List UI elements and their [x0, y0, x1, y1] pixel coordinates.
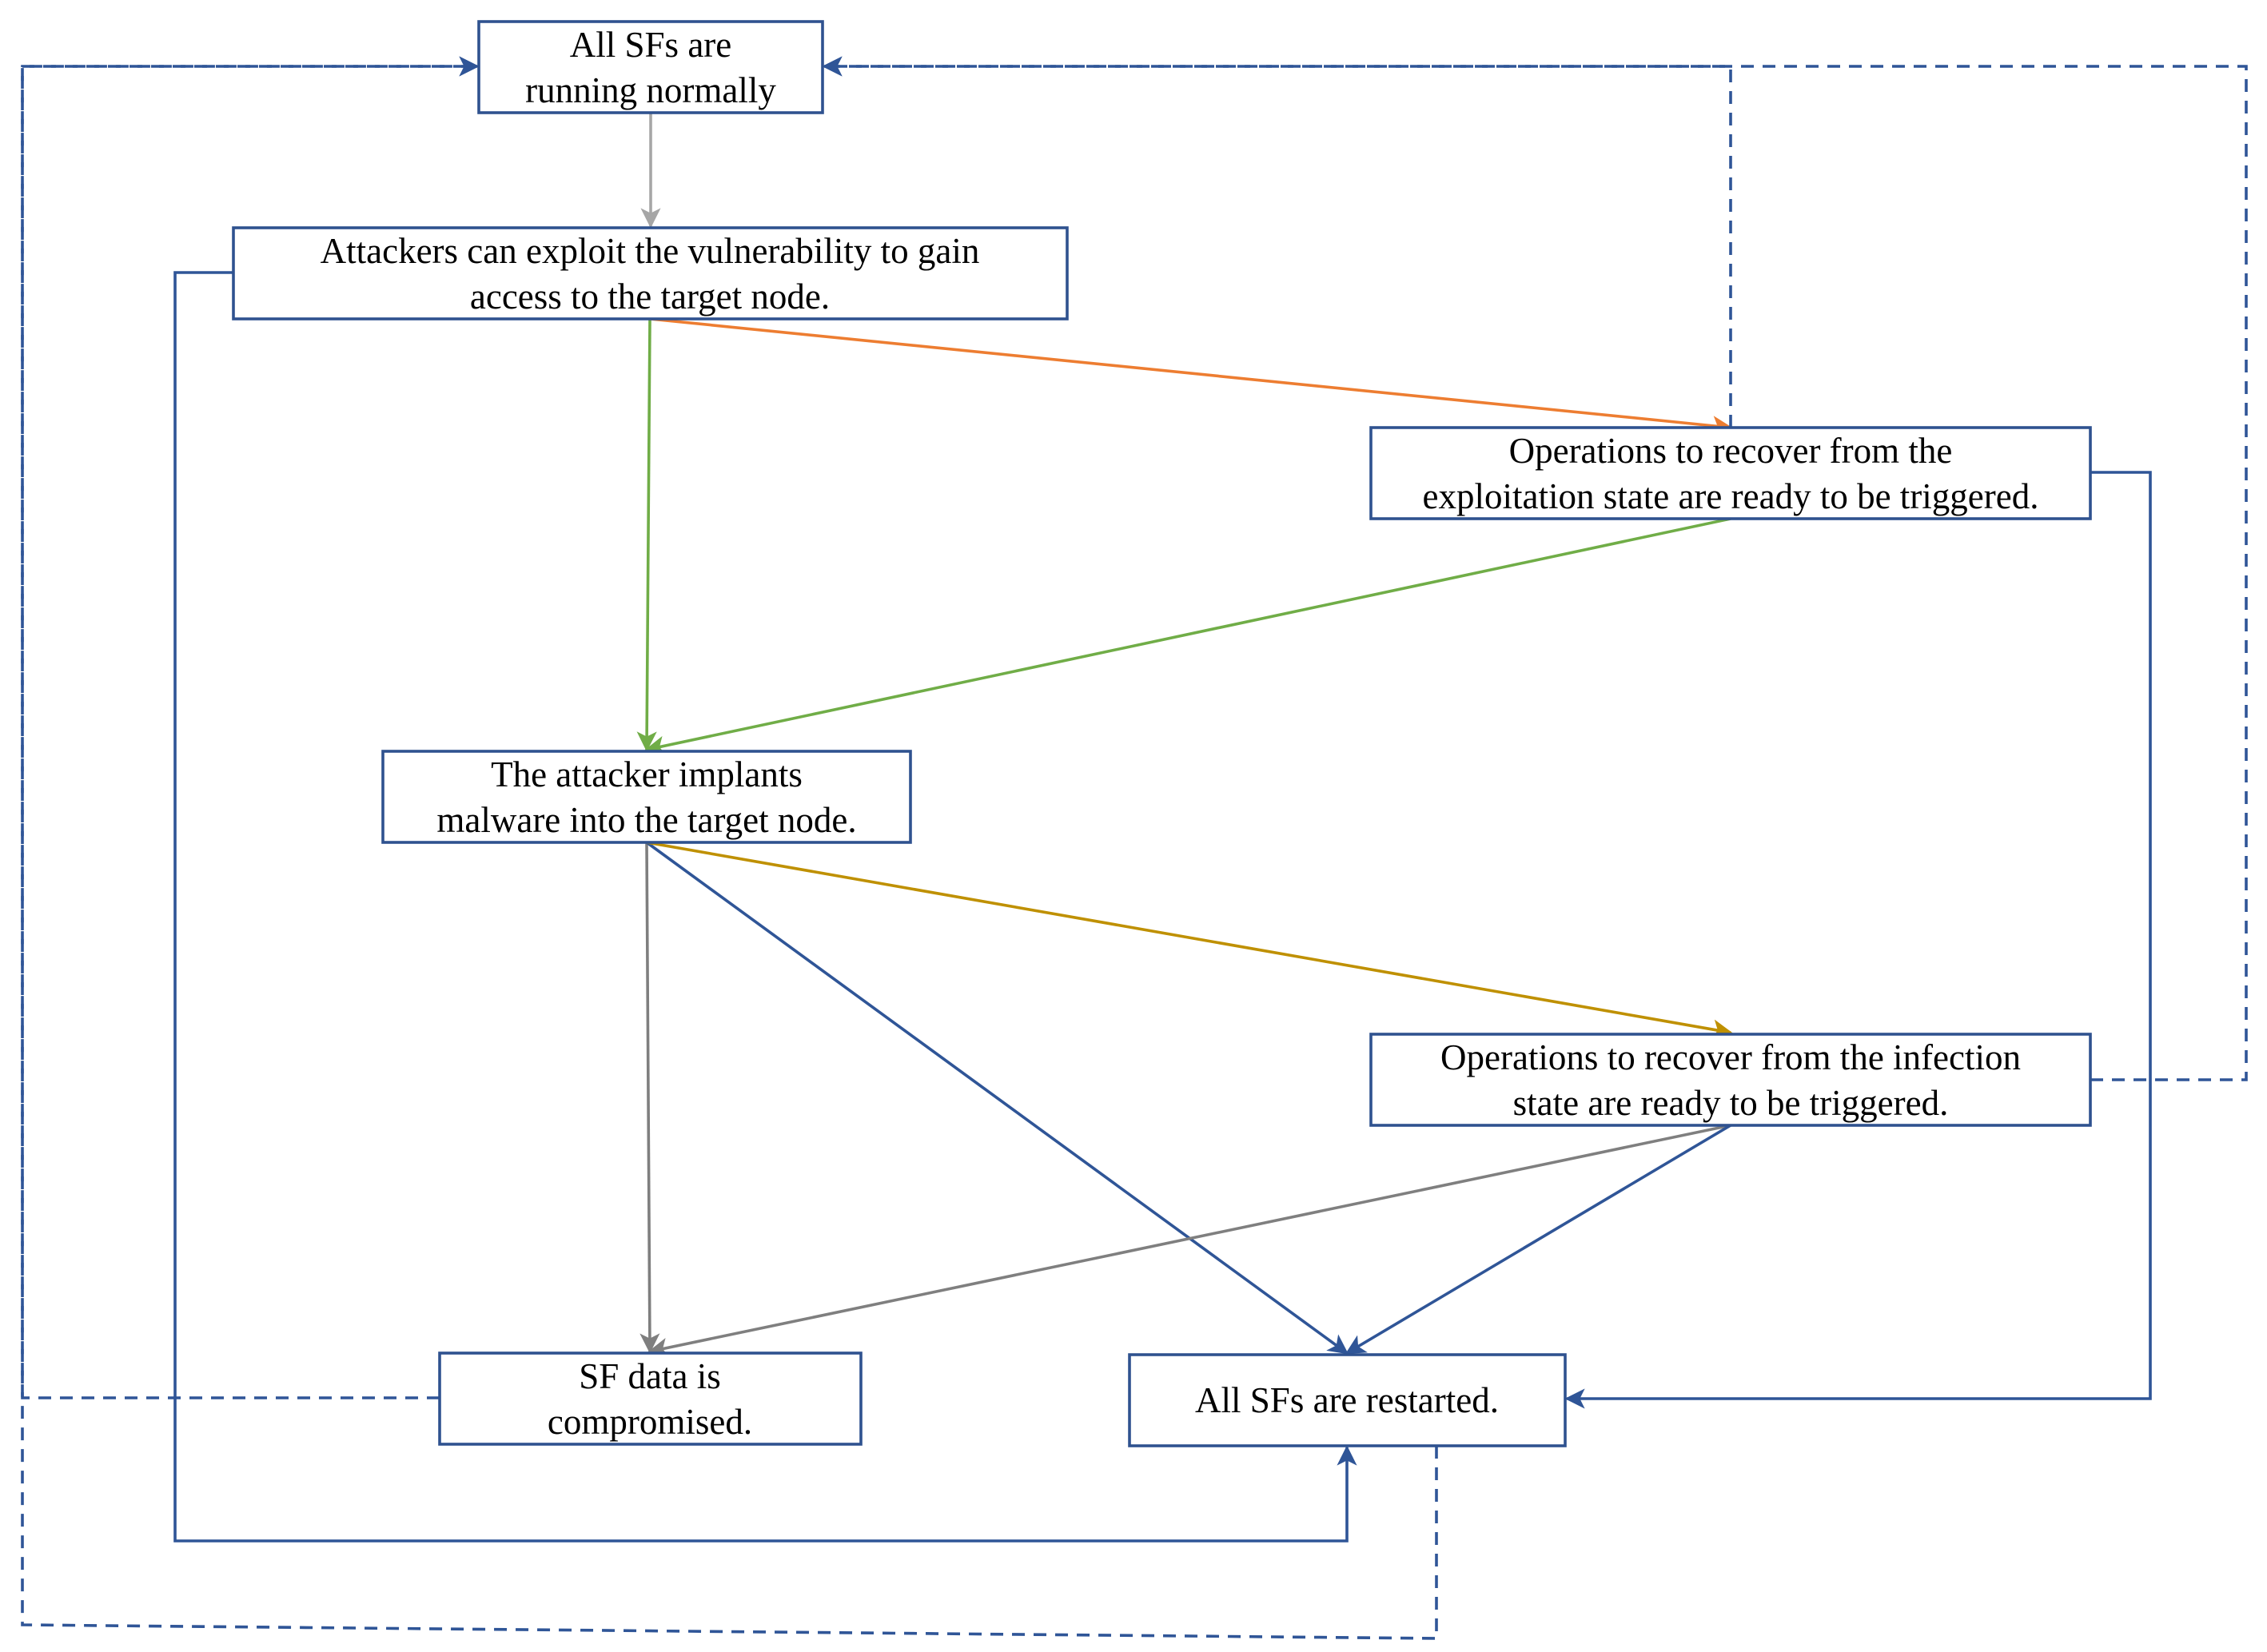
edge-implant-to-compromised — [639, 842, 660, 1354]
edge-exploit-to-implant — [636, 318, 657, 752]
node-exploit-vulnerability: Attackers can exploit the vulnerability … — [232, 226, 1069, 320]
node-sfs-restarted-line-1: All SFs are restarted. — [1195, 1380, 1499, 1420]
edges-layer — [21, 56, 2248, 1640]
node-recover-infection-line-2: state are ready to be triggered. — [1513, 1083, 1949, 1123]
node-implant-malware: The attacker implants malware into the t… — [381, 750, 912, 844]
node-data-compromised: SF data is compromised. — [438, 1351, 863, 1446]
node-exploit-vulnerability-line-2: access to the target node. — [470, 277, 830, 316]
edge-exploit-to-recover-exploit — [649, 317, 1733, 436]
node-recover-infection: Operations to recover from the infection… — [1369, 1033, 2092, 1127]
node-exploit-vulnerability-line-1: Attackers can exploit the vulnerability … — [321, 231, 980, 271]
node-recover-exploitation: Operations to recover from the exploitat… — [1369, 426, 2092, 520]
edge-exploit-to-restarted — [173, 271, 1357, 1543]
edge-restarted-to-running — [21, 56, 1438, 1640]
node-implant-malware-line-2: malware into the target node. — [436, 800, 856, 840]
edge-recover-exploit-to-restarted — [1564, 471, 2152, 1409]
edge-implant-to-restarted — [645, 841, 1349, 1355]
edge-recover-infect-to-running — [822, 56, 2248, 1081]
node-recover-exploitation-line-1: Operations to recover from the — [1509, 431, 1953, 471]
node-implant-malware-line-1: The attacker implants — [491, 754, 803, 794]
edge-recover-infect-to-restarted — [1345, 1124, 1731, 1355]
node-data-compromised-line-1: SF data is — [579, 1356, 721, 1396]
edge-recover-exploit-to-running — [822, 56, 1732, 428]
edge-implant-to-recover-infect — [646, 841, 1733, 1040]
edge-recover-infect-to-compromised — [647, 1124, 1731, 1358]
node-recover-infection-line-1: Operations to recover from the infection — [1440, 1037, 2021, 1077]
edge-recover-exploit-to-implant — [644, 517, 1731, 756]
node-running-normally-line-2: running normally — [525, 70, 776, 110]
node-data-compromised-line-2: compromised. — [548, 1402, 752, 1442]
nodes-layer: All SFs are running normally Attackers c… — [232, 20, 2092, 1447]
node-running-normally-line-1: All SFs are — [570, 25, 732, 65]
node-recover-exploitation-line-2: exploitation state are ready to be trigg… — [1423, 476, 2039, 516]
node-sfs-restarted: All SFs are restarted. — [1128, 1353, 1567, 1447]
node-running-normally: All SFs are running normally — [477, 20, 824, 114]
